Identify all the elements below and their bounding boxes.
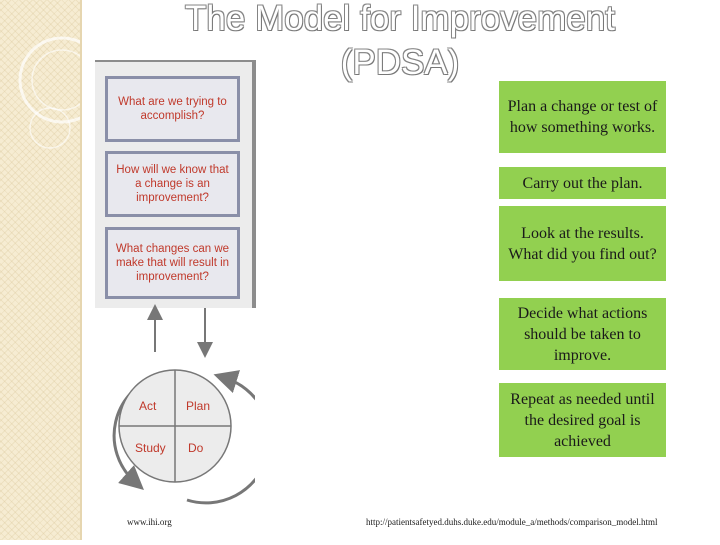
cycle-arrow-right — [186, 370, 255, 505]
step-box-do: Carry out the plan. — [499, 167, 666, 199]
footer-source-left: www.ihi.org — [127, 517, 172, 527]
footer-source-right: http://patientsafetyed.duhs.duke.edu/mod… — [366, 517, 658, 527]
step-box-repeat: Repeat as needed until the desired goal … — [499, 383, 666, 457]
title-line-1: The Model for Improvement — [185, 0, 615, 38]
cycle-label-do: Do — [188, 441, 204, 455]
cycle-label-study: Study — [135, 441, 166, 455]
cycle-label-plan: Plan — [186, 399, 211, 413]
sidebar-circles-decoration — [18, 36, 106, 149]
cycle-label-act: Act — [139, 399, 157, 413]
question-box-measure: How will we know that a change is an imp… — [105, 151, 240, 217]
question-box-change: What changes can we make that will resul… — [105, 227, 240, 299]
step-box-study: Look at the results. What did you find o… — [499, 206, 666, 281]
sidebar-edge — [80, 0, 82, 540]
question-box-aim: What are we trying to accomplish? — [105, 76, 240, 142]
decorative-sidebar — [0, 0, 106, 540]
title-line-2: (PDSA) — [340, 43, 460, 82]
slide-title: The Model for Improvement (PDSA) — [100, 0, 700, 85]
step-box-plan: Plan a change or test of how something w… — [499, 81, 666, 153]
step-box-act: Decide what actions should be taken to i… — [499, 298, 666, 370]
pdsa-cycle-diagram — [112, 304, 255, 505]
